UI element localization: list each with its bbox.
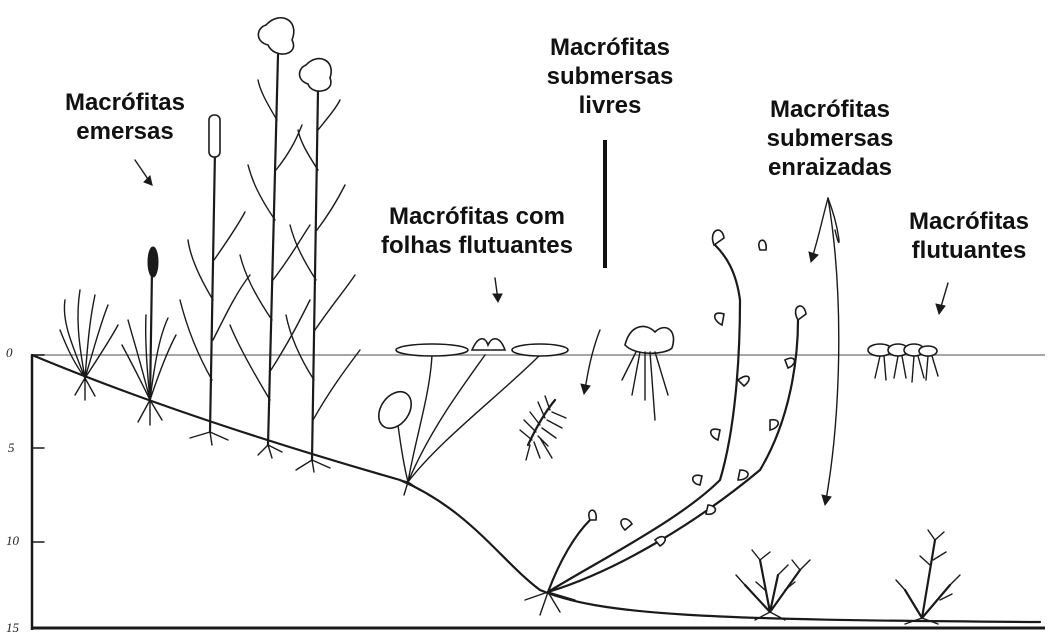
label-line: enraizadas [745, 153, 915, 182]
label-line: Macrófitas com [352, 202, 602, 231]
water-lily-plant [372, 339, 568, 495]
emergent-spike-plant [122, 247, 176, 425]
label-line: submersas [745, 124, 915, 153]
tall-reed-plant-1 [230, 18, 310, 458]
label-line: emersas [40, 117, 210, 146]
label-submersas-livres: Macrófitas submersas livres [525, 33, 695, 120]
free-submerged-plant [520, 396, 566, 460]
depth-tick-label: 0 [6, 345, 13, 361]
rooted-submerged-plant-small-2 [896, 530, 960, 624]
emergent-grass-plant [60, 290, 118, 400]
free-floating-plants [868, 344, 938, 382]
label-line: Macrófitas [890, 207, 1048, 236]
arrow-submersas-livres [581, 140, 605, 394]
label-line: livres [525, 91, 695, 120]
label-line: Macrófitas [40, 88, 210, 117]
floating-rosette-plant [622, 326, 674, 420]
label-emersas: Macrófitas emersas [40, 88, 210, 146]
lake-bottom-profile [32, 355, 1040, 622]
arrow-submersas-enraizadas [809, 198, 839, 505]
arrow-flutuantes [936, 283, 948, 314]
tall-reed-plant-2 [286, 59, 360, 472]
label-line: flutuantes [890, 236, 1048, 265]
label-line: Macrófitas [525, 33, 695, 62]
label-line: submersas [525, 62, 695, 91]
depth-tick-label: 15 [6, 620, 19, 636]
depth-tick-label: 10 [6, 533, 19, 549]
label-folhas-flutuantes: Macrófitas com folhas flutuantes [352, 202, 602, 260]
arrow-emersas [135, 160, 152, 185]
label-flutuantes: Macrófitas flutuantes [890, 207, 1048, 265]
arrow-folhas-flutuantes [493, 278, 502, 302]
cattail-plant [180, 115, 250, 445]
rooted-submerged-plant-small-1 [736, 550, 810, 620]
label-line: Macrófitas [745, 95, 915, 124]
label-line: folhas flutuantes [352, 231, 602, 260]
label-submersas-enraizadas: Macrófitas submersas enraizadas [745, 95, 915, 182]
depth-tick-label: 5 [8, 440, 15, 456]
